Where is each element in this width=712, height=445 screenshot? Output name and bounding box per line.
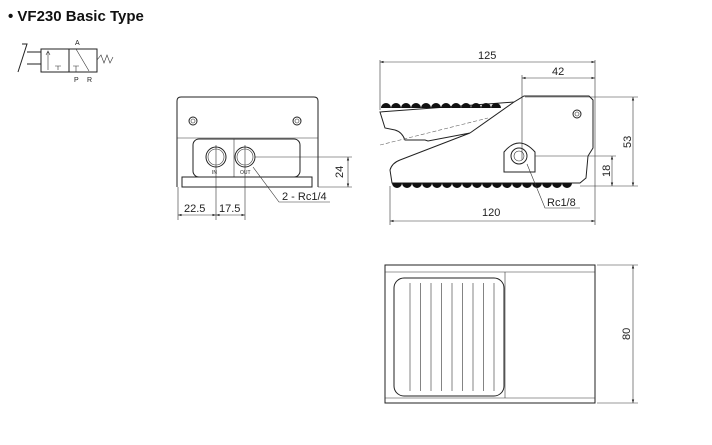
grip-bump	[442, 183, 452, 188]
grip-bump	[472, 183, 482, 188]
pivot-port-callout: Rc1/8	[547, 197, 576, 209]
dim-125: 125	[478, 50, 496, 62]
port-p-label: P	[74, 77, 79, 84]
dim-17-5: 17.5	[219, 203, 240, 215]
dim-42: 42	[552, 66, 564, 78]
grip-bump	[482, 183, 492, 188]
grip-bump	[542, 183, 552, 188]
grip-bump	[461, 103, 471, 108]
grip-bump	[422, 183, 432, 188]
grip-bump	[512, 183, 522, 188]
rubber-grip-bottom	[392, 183, 572, 188]
grip-bump	[412, 183, 422, 188]
grip-bump	[481, 103, 491, 108]
grip-bump	[562, 183, 572, 188]
grip-bump	[391, 103, 401, 108]
side-view: 125 42 53 18 120 Rc1/8	[379, 50, 638, 225]
grip-bump	[381, 103, 391, 108]
grip-bump	[502, 183, 512, 188]
grip-bump	[392, 183, 402, 188]
grip-bump	[402, 183, 412, 188]
dim-18: 18	[601, 165, 613, 177]
grip-bump	[462, 183, 472, 188]
grip-bump	[552, 183, 562, 188]
grip-bump	[421, 103, 431, 108]
port-callout: 2 - Rc1/4	[282, 191, 327, 203]
rubber-grip-top	[381, 103, 501, 108]
dim-80: 80	[621, 328, 633, 340]
grip-bump	[532, 183, 542, 188]
dim-24: 24	[334, 166, 346, 178]
grip-bump	[492, 183, 502, 188]
top-view: 80	[384, 264, 638, 404]
screw-icon	[572, 109, 582, 119]
port-in-label: IN	[212, 170, 217, 176]
dim-53: 53	[622, 136, 634, 148]
dim-120: 120	[482, 207, 500, 219]
grip-bump	[451, 103, 461, 108]
grip-bump	[411, 103, 421, 108]
grip-bump	[431, 103, 441, 108]
dim-22-5: 22.5	[184, 203, 205, 215]
grip-bump	[452, 183, 462, 188]
grip-bump	[471, 103, 481, 108]
grip-bump	[401, 103, 411, 108]
pedal-ribs	[409, 283, 495, 391]
grip-bump	[491, 103, 501, 108]
grip-bump	[432, 183, 442, 188]
port-r-label: R	[87, 77, 92, 84]
grip-bump	[522, 183, 532, 188]
screw-icon	[188, 116, 198, 126]
grip-bump	[441, 103, 451, 108]
screw-icon	[292, 116, 302, 126]
section-title: • VF230 Basic Type	[8, 8, 144, 25]
port-a-label: A	[75, 40, 80, 47]
valve-symbol: A P R	[17, 40, 114, 84]
front-view: IN OUT 24 22.5 17.5 2 - Rc1/4	[176, 96, 352, 220]
